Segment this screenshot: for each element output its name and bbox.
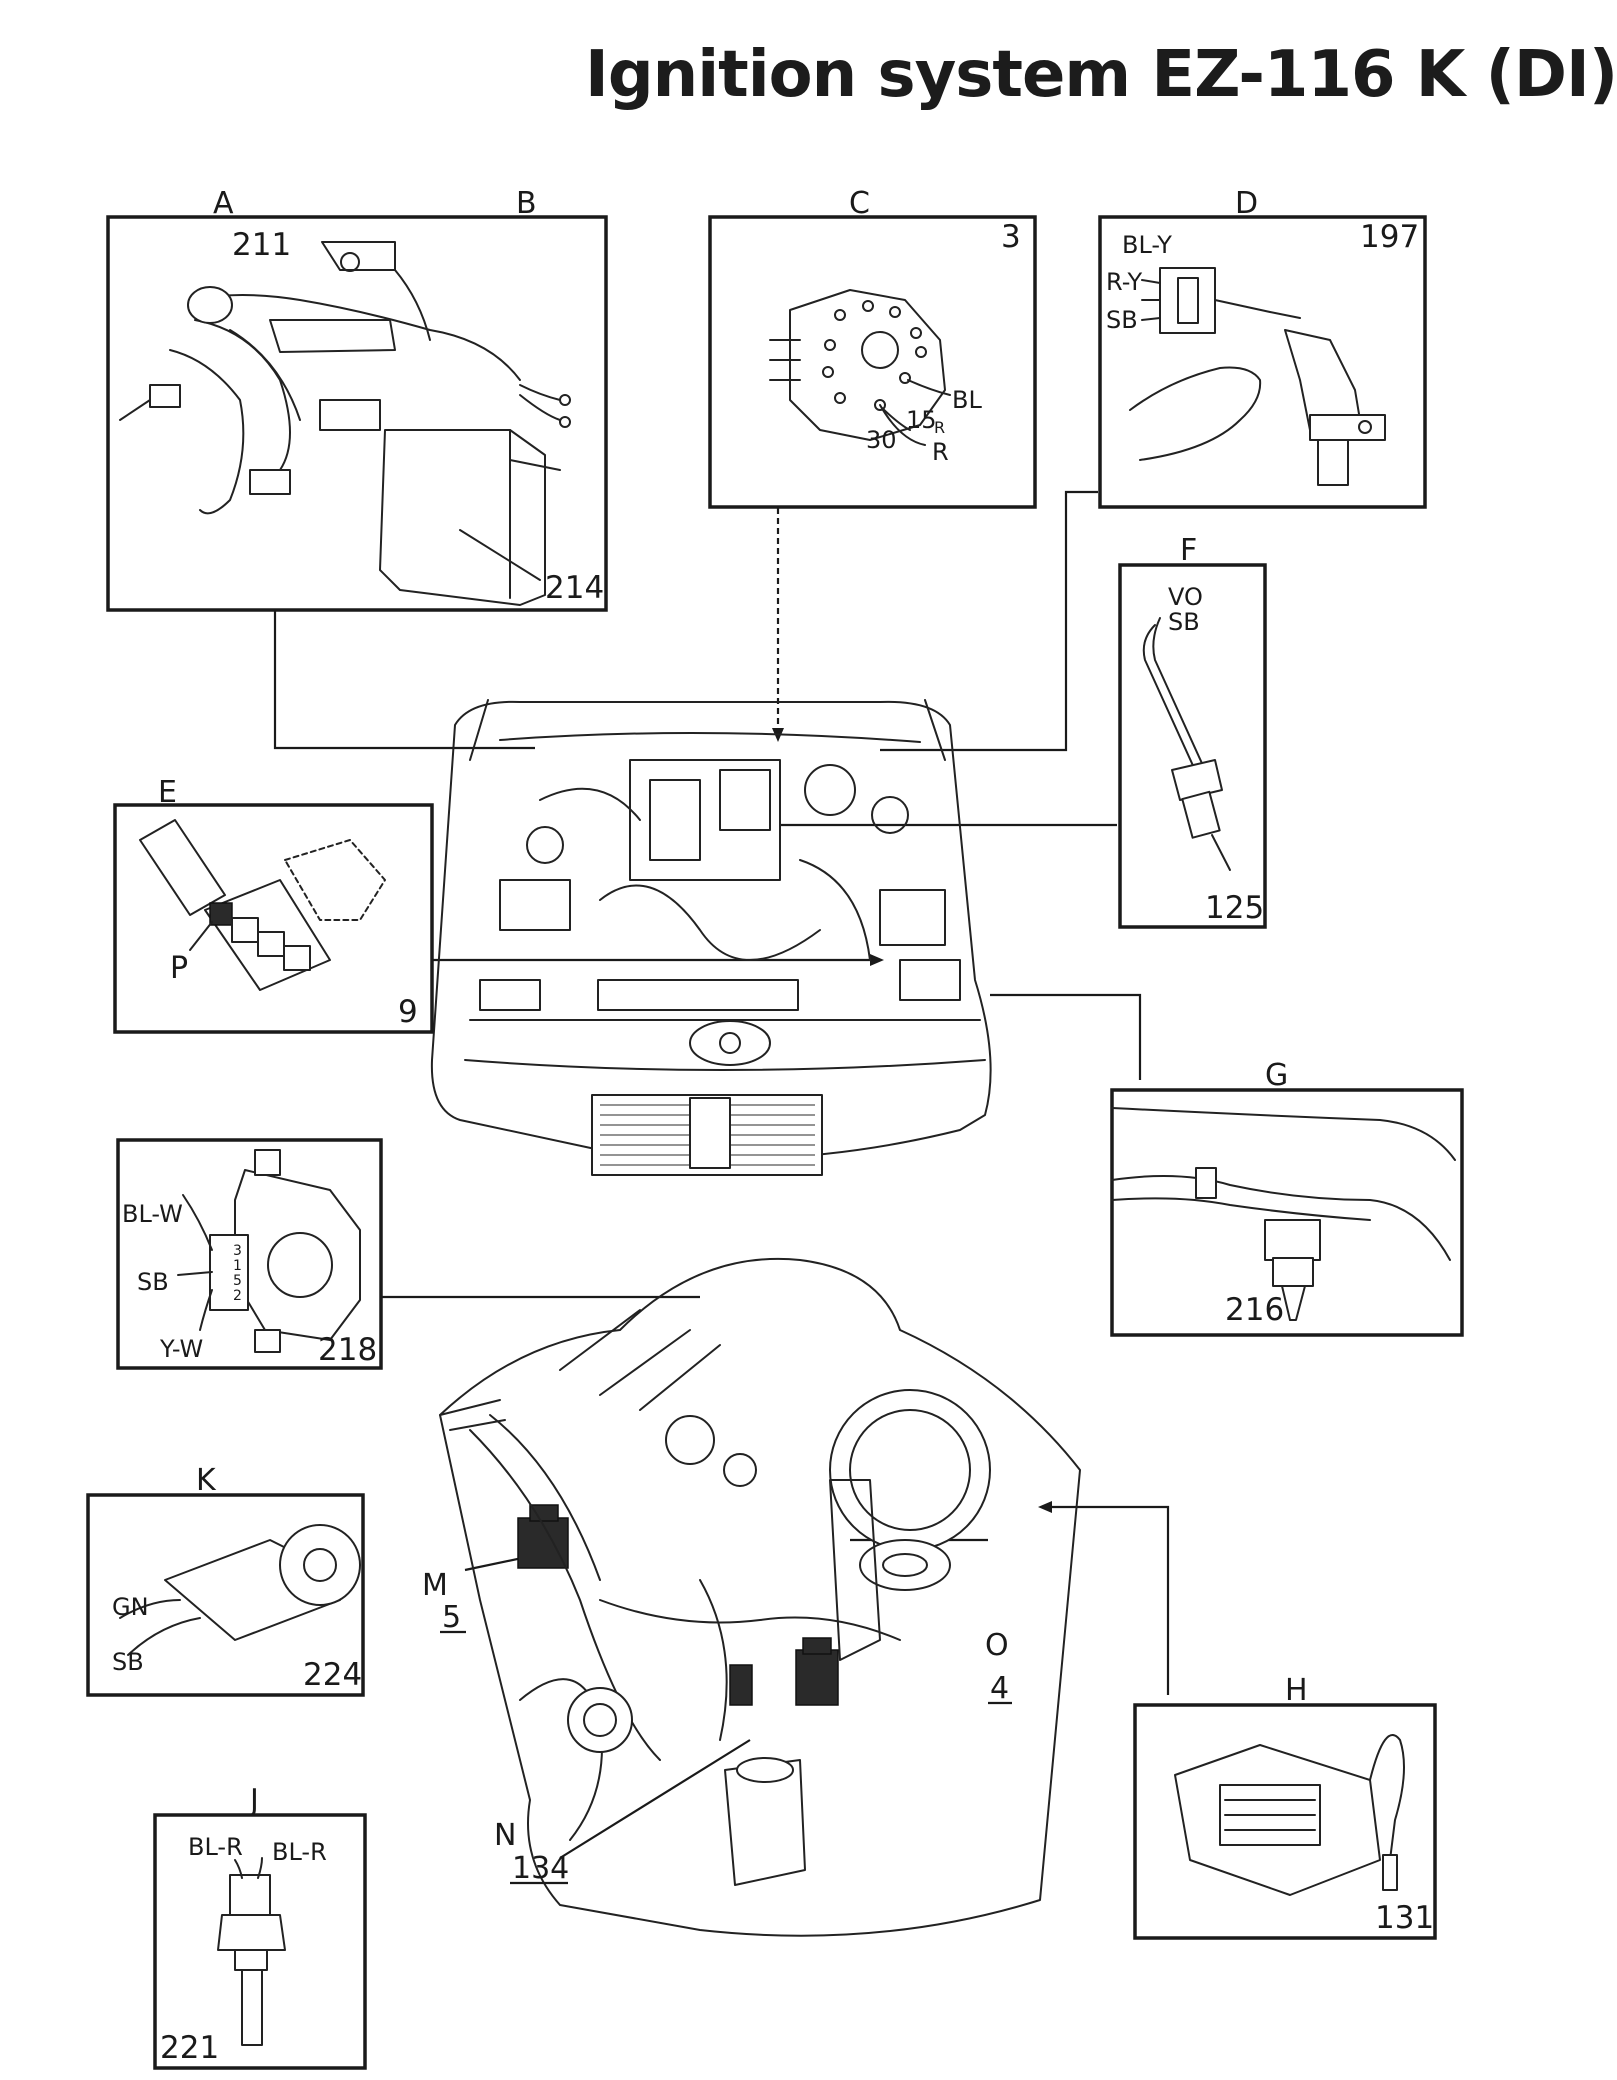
label-n: N	[494, 1818, 516, 1853]
leader-a	[273, 610, 535, 750]
panel-g	[1110, 1088, 1464, 1337]
panel-ab	[106, 215, 608, 612]
panel-f-number: 125	[1205, 890, 1264, 926]
terminal-15: 15	[906, 406, 937, 434]
wire-bl-r-1: BL-R	[188, 1833, 243, 1861]
panel-b-letter: B	[516, 186, 537, 221]
wire-r-y: R-Y	[1106, 268, 1143, 296]
panel-g-number: 216	[1225, 1292, 1284, 1328]
wire-bl-w: BL-W	[122, 1200, 183, 1228]
leader-h-arrow	[1038, 1501, 1052, 1513]
leader-d	[880, 490, 1098, 752]
panel-e-number: 9	[398, 994, 418, 1030]
wire-sb-218: SB	[137, 1268, 169, 1296]
panel-h-number: 131	[1375, 1900, 1434, 1936]
pin-2: 2	[233, 1288, 242, 1304]
leader-h	[1042, 1505, 1170, 1695]
panel-e	[113, 803, 434, 1034]
panel-d-letter: D	[1235, 186, 1258, 221]
label-o: O	[985, 1628, 1009, 1663]
terminal-30: 30	[866, 426, 897, 454]
wire-vo: VO	[1168, 583, 1203, 611]
panel-a-letter: A	[213, 186, 234, 221]
diagram-page: Ignition system EZ-116 K (DI)	[86, 38, 1617, 2070]
panel-d-number: 197	[1360, 219, 1419, 255]
label-214: 214	[545, 570, 604, 606]
leader-g	[990, 993, 1142, 1080]
panel-k-number: 224	[303, 1657, 362, 1693]
wire-sb-d: SB	[1106, 306, 1138, 334]
panel-218	[116, 1138, 383, 1370]
label-211: 211	[232, 227, 291, 263]
panel-k	[86, 1493, 365, 1697]
car-front-illustration	[430, 699, 992, 1176]
panel-k-letter: K	[196, 1463, 217, 1498]
panel-f	[1118, 563, 1267, 929]
leader-e-arrow	[870, 954, 884, 966]
panel-d	[1098, 215, 1427, 509]
panel-c-letter: C	[849, 186, 870, 221]
leader-n	[559, 1739, 751, 1859]
pin-1: 1	[233, 1258, 242, 1274]
label-o-number: 4	[990, 1671, 1009, 1706]
label-p: P	[170, 951, 188, 986]
panel-g-letter: G	[1265, 1058, 1288, 1093]
wire-sb-f: SB	[1168, 608, 1200, 636]
engine-bay-illustration	[439, 1257, 1081, 1937]
panel-j-number: 221	[160, 2030, 219, 2066]
label-m: M	[422, 1568, 448, 1603]
panel-j	[153, 1813, 367, 2070]
wire-bl-y: BL-Y	[1122, 231, 1172, 259]
panel-c	[708, 215, 1037, 509]
wire-sb-k: SB	[112, 1648, 144, 1676]
wire-bl: BL	[952, 386, 982, 414]
panel-h	[1133, 1703, 1437, 1940]
ignition-diagram: A B 211 214 C 3 BL 15 R 30 R	[86, 186, 1464, 2070]
label-n-number: 134	[512, 1851, 569, 1886]
panel-c-number: 3	[1001, 219, 1021, 255]
panel-f-letter: F	[1180, 533, 1197, 568]
pin-5: 5	[233, 1273, 242, 1289]
wire-gn: GN	[112, 1593, 149, 1621]
panel-e-letter: E	[158, 775, 177, 810]
panel-218-number: 218	[318, 1332, 377, 1368]
wire-bl-r-2: BL-R	[272, 1838, 327, 1866]
pin-3: 3	[233, 1243, 242, 1259]
wire-r: R	[932, 438, 949, 466]
panel-h-letter: H	[1285, 1673, 1308, 1708]
terminal-15-r: R	[934, 418, 945, 437]
page-title: Ignition system EZ-116 K (DI)	[585, 38, 1617, 112]
label-m-number: 5	[442, 1600, 461, 1635]
wire-y-w: Y-W	[159, 1335, 203, 1363]
panel-j-letter: J	[248, 1783, 259, 1818]
